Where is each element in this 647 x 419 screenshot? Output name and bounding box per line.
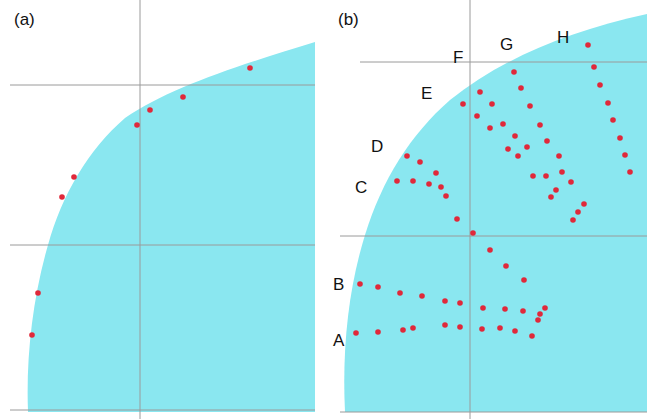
- region-shape: [28, 42, 315, 412]
- grid-line: [340, 236, 647, 237]
- grid-line: [10, 245, 315, 246]
- grid-line: [470, 0, 471, 419]
- panel-b: [340, 0, 647, 419]
- grid-line: [10, 410, 315, 411]
- series-label: E: [421, 85, 432, 102]
- series-label: F: [453, 49, 463, 66]
- region-shape: [344, 14, 647, 412]
- grid-line: [340, 412, 647, 413]
- series-label: G: [500, 36, 513, 53]
- panel-label: (b): [338, 11, 359, 28]
- grid-line: [360, 62, 647, 63]
- dots: [353, 42, 633, 339]
- series-label: C: [355, 179, 367, 196]
- panel-a: [10, 0, 315, 419]
- series-label: H: [557, 29, 569, 46]
- series-label: D: [371, 138, 383, 155]
- series-label: B: [333, 276, 344, 293]
- grid-line: [10, 85, 315, 86]
- grid-line: [140, 0, 141, 419]
- panel-label: (a): [14, 11, 35, 28]
- dots: [29, 65, 253, 338]
- series-label: A: [333, 332, 344, 349]
